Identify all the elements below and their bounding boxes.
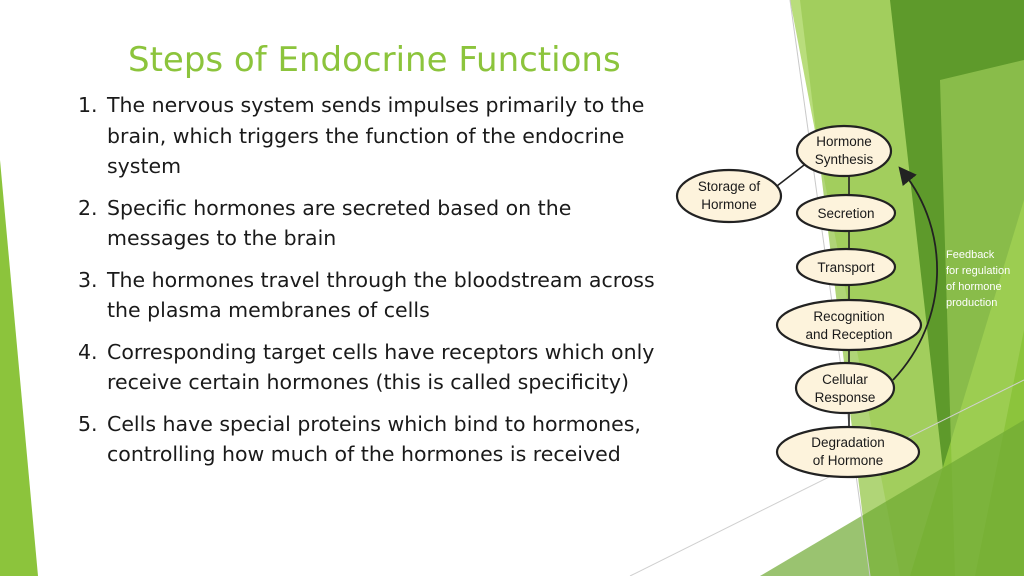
- node-degradation-of-hormone: Degradation of Hormone: [775, 425, 921, 479]
- node-label: Transport: [817, 260, 875, 275]
- step-item: 2. Specific hormones are secreted based …: [78, 193, 658, 254]
- feedback-label: Feedback for regulation of hormone produ…: [946, 249, 1010, 309]
- node-label: Secretion: [817, 206, 874, 221]
- step-item: 1. The nervous system sends impulses pri…: [78, 90, 658, 182]
- step-item: 3. The hormones travel through the blood…: [78, 265, 658, 326]
- node-hormone-synthesis: Hormone Synthesis: [795, 124, 893, 178]
- step-text: The hormones travel through the bloodstr…: [107, 267, 655, 323]
- step-number: 5.: [78, 411, 98, 436]
- right-accent-highlight: [940, 60, 1024, 576]
- node-label: of Hormone: [813, 453, 884, 468]
- step-text: Specific hormones are secreted based on …: [107, 195, 572, 251]
- feedback-label-line: Feedback: [946, 249, 995, 261]
- node-label: Synthesis: [815, 152, 874, 167]
- decor-line: [789, 0, 871, 576]
- node-transport: Transport: [795, 247, 897, 287]
- node-label: Recognition: [813, 309, 884, 324]
- node-label: Hormone: [701, 197, 757, 212]
- feedback-arrow: [892, 166, 938, 381]
- node-label: Cellular: [822, 372, 868, 387]
- feedback-label-line: of hormone: [946, 281, 1002, 293]
- step-number: 1.: [78, 93, 98, 117]
- step-number: 3.: [78, 267, 98, 292]
- step-text: Cells have special proteins which bind t…: [107, 411, 641, 467]
- left-accent-shape: [0, 160, 38, 576]
- step-text: Corresponding target cells have receptor…: [107, 339, 655, 395]
- step-text: The nervous system sends impulses primar…: [107, 93, 645, 178]
- feedback-label-line: for regulation: [946, 265, 1010, 277]
- slide-title: Steps of Endocrine Functions: [128, 40, 621, 80]
- steps-list: 1. The nervous system sends impulses pri…: [78, 90, 658, 481]
- step-item: 4. Corresponding target cells have recep…: [78, 337, 658, 398]
- step-number: 4.: [78, 339, 98, 364]
- node-cellular-response: Cellular Response: [794, 361, 896, 415]
- node-label: Response: [815, 390, 876, 405]
- node-label: and Reception: [805, 327, 892, 342]
- feedback-label-line: production: [946, 297, 997, 309]
- node-secretion: Secretion: [795, 193, 897, 233]
- decor-line-2: [629, 379, 1024, 576]
- step-item: 5. Cells have special proteins which bin…: [78, 409, 658, 470]
- node-label: Storage of: [698, 179, 761, 194]
- node-label: Degradation: [811, 435, 885, 450]
- step-number: 2.: [78, 195, 98, 220]
- node-storage-of-hormone: Storage of Hormone: [675, 168, 783, 224]
- node-recognition-reception: Recognition and Reception: [775, 298, 923, 352]
- bottom-accent: [760, 420, 1024, 576]
- node-label: Hormone: [816, 134, 872, 149]
